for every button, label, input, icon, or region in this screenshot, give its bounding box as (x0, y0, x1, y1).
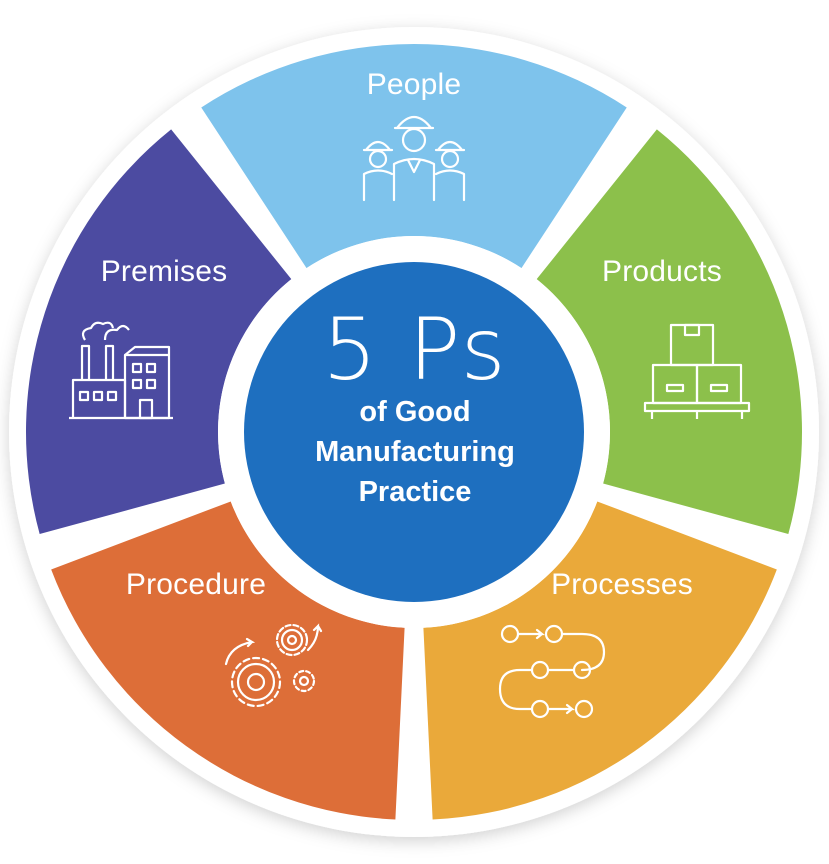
gears-icon (224, 623, 323, 708)
segment-people (201, 43, 627, 269)
segment-processes (423, 501, 777, 820)
segment-label-products: Products (602, 255, 722, 288)
center-headline: 5 Ps (322, 300, 508, 400)
segment-label-premises: Premises (100, 255, 228, 288)
segment-label-people: People (366, 68, 462, 101)
center-line-1: of Good (359, 396, 471, 428)
center-circle (244, 262, 584, 602)
center-line-2: Manufacturing (315, 436, 515, 468)
workers-icon (362, 115, 466, 202)
boxes-icon (643, 323, 751, 419)
process-flow-icon (498, 624, 606, 719)
segment-label-procedure: Procedure (125, 568, 267, 601)
factory-icon (69, 321, 173, 420)
segment-products (536, 129, 802, 535)
segment-label-processes: Processes (551, 568, 693, 601)
center-line-3: Practice (358, 476, 472, 508)
segment-premises (26, 129, 292, 535)
